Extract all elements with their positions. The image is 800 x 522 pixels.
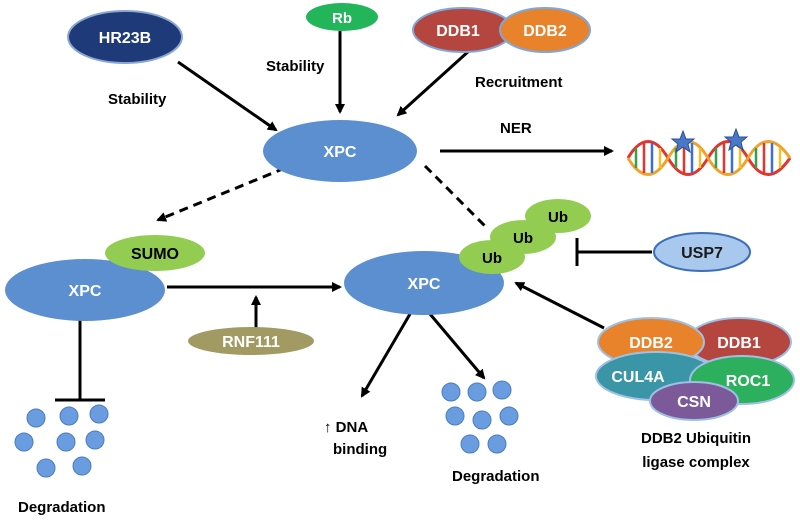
- ner-label: NER: [500, 120, 532, 137]
- dna-damage-star-icon: [670, 129, 696, 154]
- ddb1-complex-label: DDB1: [717, 335, 761, 352]
- degradation-mid-particles: [441, 380, 519, 454]
- dna-binding-label-line2: binding: [333, 441, 387, 458]
- roc1-label: ROC1: [726, 373, 771, 390]
- hr23b-node: HR23B: [67, 10, 183, 64]
- usp7-label: USP7: [681, 245, 723, 262]
- xpc-center-label: XPC: [324, 144, 357, 161]
- arrow-xpc-to-degradation: [428, 313, 486, 380]
- ddb1-top-label: DDB1: [436, 23, 480, 40]
- dashed-line-xpc-to-ub: [423, 164, 487, 228]
- xpc-left-label: XPC: [69, 283, 102, 300]
- ub-label-3: Ub: [482, 250, 502, 267]
- xpc-left-node: XPC: [5, 259, 165, 321]
- rnf111-label: RNF111: [222, 334, 280, 351]
- cul4a-label: CUL4A: [611, 369, 665, 386]
- complex-label-line2: ligase complex: [642, 454, 750, 471]
- rb-label: Rb: [332, 10, 352, 27]
- stability-top-label: Stability: [266, 58, 325, 75]
- dna-damage-star-icon-2: [723, 127, 749, 152]
- ub-label-1: Ub: [548, 209, 568, 226]
- ddb2-complex-label: DDB2: [629, 335, 673, 352]
- usp7-node: USP7: [653, 232, 751, 272]
- hr23b-label: HR23B: [99, 30, 151, 47]
- complex-label-line1: DDB2 Ubiquitin: [641, 430, 751, 447]
- ddb2-top-label: DDB2: [523, 23, 567, 40]
- arrow-hr23b-to-xpc: [177, 60, 278, 132]
- arrow-ddb-to-xpc: [396, 48, 472, 117]
- xpc-mid-node: XPC: [344, 251, 504, 315]
- xpc-center-node: XPC: [263, 120, 417, 182]
- ddb-dimer-top: DDB1 DDB2: [412, 7, 591, 53]
- dashed-arrow-xpc-to-sumo: [156, 166, 286, 222]
- sumo-node: SUMO: [105, 235, 205, 271]
- ubiquitin-chain: Ub Ub Ub: [459, 199, 591, 274]
- degradation-left-label: Degradation: [18, 499, 106, 516]
- xpc-mid-label: XPC: [408, 276, 441, 293]
- stability-left-label: Stability: [108, 91, 167, 108]
- arrow-xpc-to-dna-binding: [360, 313, 412, 398]
- degradation-left-particles: [14, 404, 109, 478]
- arrow-complex-to-xpc: [514, 281, 605, 330]
- csn-label: CSN: [677, 394, 711, 411]
- dna-binding-label-line1: ↑ DNA: [324, 419, 368, 436]
- ub-label-2: Ub: [513, 230, 533, 247]
- rb-node: Rb: [306, 3, 378, 31]
- sumo-label: SUMO: [131, 246, 179, 263]
- rnf111-node: RNF111: [188, 327, 314, 355]
- ddb2-ligase-complex: DDB2 DDB1 CUL4A ROC1 CSN: [595, 317, 795, 421]
- degradation-mid-label: Degradation: [452, 468, 540, 485]
- dna-helix-icon: [626, 140, 792, 176]
- recruitment-label: Recruitment: [475, 74, 563, 91]
